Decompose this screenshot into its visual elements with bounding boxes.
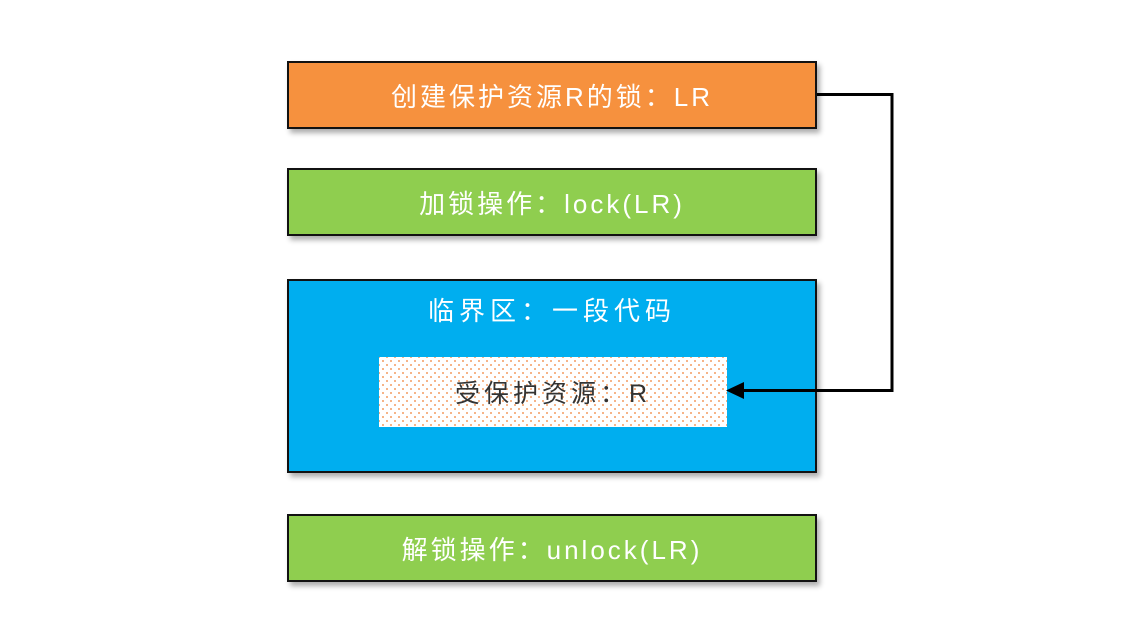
box-unlock-operation: 解锁操作：unlock(LR) — [287, 514, 817, 582]
box-critical-section-label: 临界区：一段代码 — [427, 296, 676, 326]
box-unlock-operation-label: 解锁操作：unlock(LR) — [401, 534, 703, 565]
box-create-lock: 创建保护资源R的锁：LR — [287, 61, 817, 129]
box-create-lock-label: 创建保护资源R的锁：LR — [390, 81, 713, 112]
box-critical-section: 临界区：一段代码 受保护资源：R — [287, 279, 817, 473]
box-lock-operation-label: 加锁操作：lock(LR) — [419, 188, 685, 219]
box-protected-resource-label: 受保护资源：R — [454, 380, 652, 408]
box-protected-resource: 受保护资源：R — [379, 357, 727, 427]
box-lock-operation: 加锁操作：lock(LR) — [287, 168, 817, 236]
